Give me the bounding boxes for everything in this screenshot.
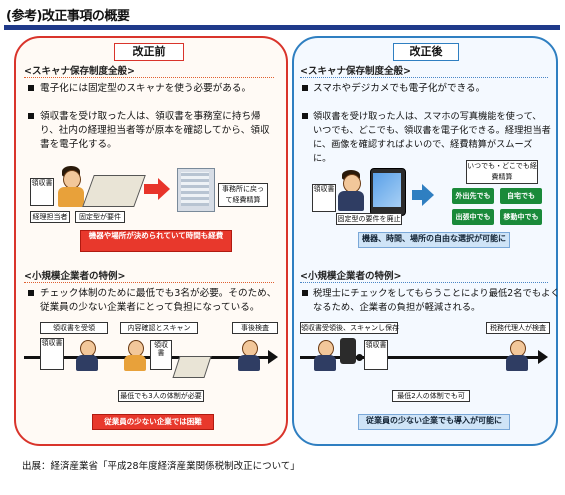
after-bullet-3-line1: 税理士にチェックをしてもらうことにより最低2名でもよく [313, 288, 560, 299]
arrow-right-icon [144, 184, 160, 194]
after-tab: 改正後 [393, 43, 459, 61]
timeline-line [24, 356, 270, 359]
receipt-doc: 領収書 [150, 340, 172, 370]
anytime-label: いつでも・どこでも経費精算 [466, 160, 538, 184]
before-bullet-2-line2: り、社内の経理担当者等が原本を確認してから、領収 [40, 125, 270, 136]
before-step-2: 内容確認とスキャン [120, 322, 198, 334]
smartphone-icon [340, 338, 356, 364]
after-section-small-business: <小規模企業者の特例> [300, 268, 548, 283]
after-blue-bottom: 従業員の少ない企業でも導入が可能に [358, 414, 510, 430]
option-outside: 外出先でも [452, 188, 494, 204]
bullet-marker [302, 290, 308, 296]
timeline-arrow-icon [538, 350, 548, 364]
option-business-trip: 出張中でも [452, 209, 494, 225]
source-footnote: 出展：経済産業省「平成28年度経済産業関係税制改正について」 [22, 461, 300, 472]
before-step-1: 領収書を受領 [40, 322, 108, 334]
receipt-doc: 領収書 [40, 338, 64, 370]
option-home: 自宅でも [500, 188, 542, 204]
before-section-small-business: <小規模企業者の特例> [24, 268, 274, 283]
before-red-bottom: 従業員の少ない企業では困難 [92, 414, 214, 430]
after-bullet-1: スマホやデジカメでも電子化ができる。 [313, 83, 486, 94]
after-min-2: 最低2人の体制でも可 [392, 390, 470, 402]
before-bullet-1: 電子化には固定型のスキャナを使う必要がある。 [40, 83, 252, 94]
page-title: (参考)改正事項の概要 [6, 9, 130, 24]
after-bullet-3-line2: なるため、企業者の負担が軽減される。 [313, 302, 481, 313]
before-bullet-3-line1: チェック体制のために最低でも3名が必要。そのため、 [40, 288, 277, 299]
before-step-3: 事後検査 [232, 322, 278, 334]
before-min-3: 最低でも3人の体制が必要 [118, 390, 204, 402]
bullet-marker [28, 290, 34, 296]
after-bullet-2-line1: 領収書を受け取った人は、スマホの写真機能を使って、 [313, 111, 542, 122]
bullet-marker [28, 113, 34, 119]
before-tab: 改正前 [114, 43, 184, 61]
receipt-doc: 領収書 [364, 340, 388, 370]
receipt-doc: 領収書 [30, 178, 54, 206]
receipt-doc: 領収書 [312, 184, 336, 212]
after-bullet-2-line3: に、画像を確認すればよいので、経費精算がスムーズ [313, 139, 533, 150]
after-bullet-2-line4: に。 [313, 153, 332, 164]
after-blue-note: 機器、時間、場所の自由な選択が可能に [358, 232, 510, 248]
before-bullet-3-line2: 従業員の少ない企業者にとって負担になっている。 [40, 302, 260, 313]
timeline-arrow-icon [268, 350, 278, 364]
before-bullet-2-line1: 領収書を受け取った人は、領収書を事務室に持ち帰 [40, 111, 261, 122]
after-step-2: 税務代理人が検査 [486, 322, 550, 334]
arrow-right-icon [412, 190, 424, 200]
bullet-marker [302, 113, 308, 119]
before-red-note: 機器や場所が決められていて時間も経費 [80, 230, 232, 252]
before-bullet-2-line3: 書を電子化する。 [40, 139, 117, 150]
scanner-label: 固定型が要件 [75, 211, 125, 223]
after-step-1: 領収書受領後、スキャンし保存 [300, 322, 399, 334]
bullet-marker [28, 85, 34, 91]
after-section-scanner: <スキャナ保存制度全般> [300, 63, 548, 78]
bullet-marker [302, 85, 308, 91]
after-bullet-2-line2: いつでも、どこでも、領収書を電子化できる。経理担当者 [313, 125, 551, 136]
office-label: 事務所に戻って経費精算 [218, 183, 268, 207]
option-moving: 移動中でも [500, 209, 542, 225]
header-divider [4, 25, 560, 30]
before-section-scanner: <スキャナ保存制度全般> [24, 63, 274, 78]
timeline-line [300, 356, 540, 359]
phone-label: 固定型の要件を廃止 [336, 213, 402, 225]
accountant-label: 経理担当者 [30, 211, 70, 223]
